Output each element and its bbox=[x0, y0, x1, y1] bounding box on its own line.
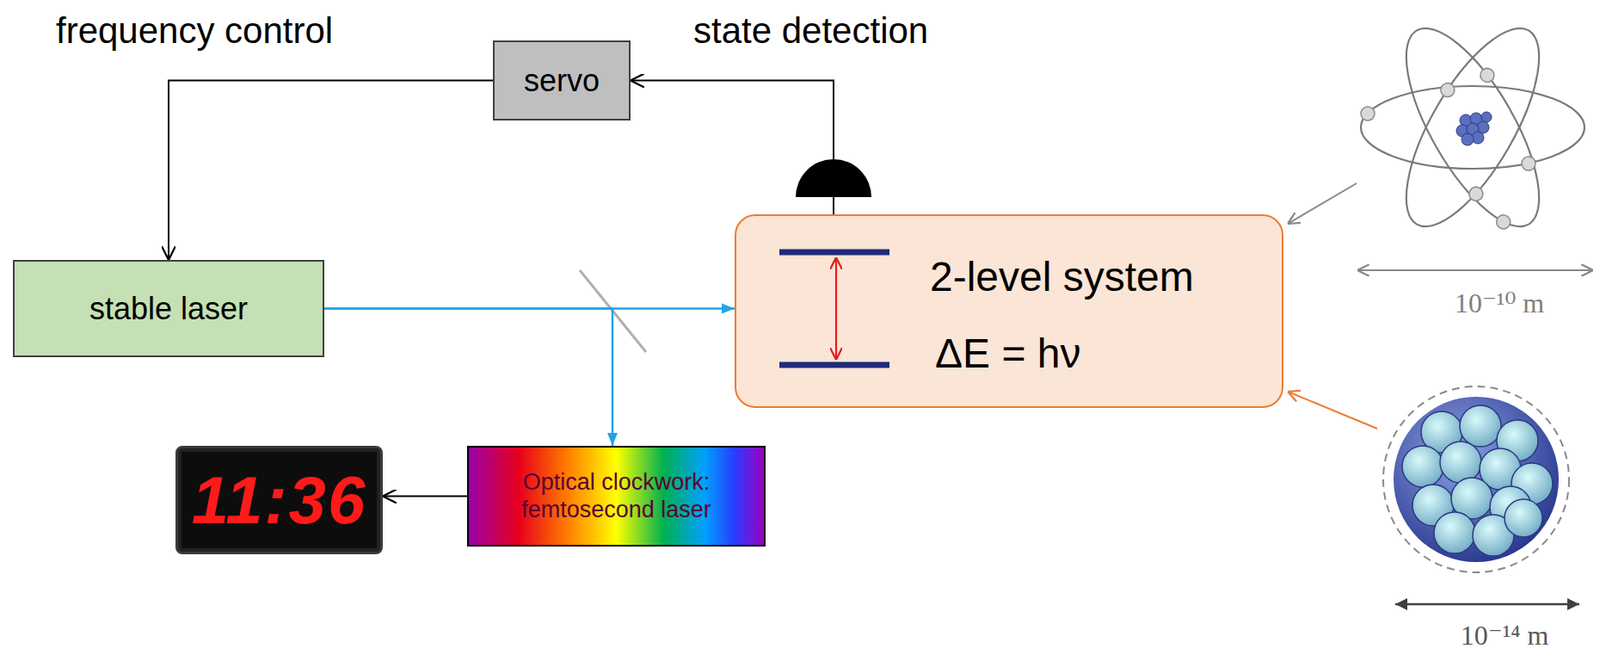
scale-label: 10⁻¹⁰ m bbox=[1454, 287, 1545, 320]
connector bbox=[382, 495, 468, 498]
edge-label: state detection bbox=[693, 10, 929, 52]
node-text: 11:36 bbox=[191, 466, 368, 534]
pointer-arrow bbox=[1287, 183, 1357, 224]
node-text: Optical clockwork: femtosecond laser bbox=[483, 468, 751, 523]
clockwork-box: Optical clockwork: femtosecond laser bbox=[467, 445, 766, 547]
connector bbox=[324, 308, 613, 447]
connector bbox=[168, 80, 493, 261]
clock-display: 11:36 bbox=[175, 445, 383, 554]
node-text: ΔE = hν bbox=[935, 329, 1081, 377]
energy-level bbox=[779, 249, 890, 256]
energy-levels bbox=[736, 215, 900, 410]
transition-arrow bbox=[835, 257, 837, 360]
nucleus-radius bbox=[1383, 386, 1570, 573]
two-level-box: 2-level system ΔE = hν bbox=[734, 214, 1284, 408]
dimension-arrow bbox=[1357, 269, 1594, 271]
edge-label: frequency control bbox=[55, 10, 333, 52]
nucleus-sphere bbox=[1393, 396, 1559, 562]
laser-box: stable laser bbox=[12, 259, 325, 357]
connector bbox=[630, 80, 834, 216]
energy-level bbox=[779, 362, 890, 369]
scale-label: 10⁻¹⁴ m bbox=[1460, 619, 1550, 652]
node-text: servo bbox=[523, 62, 600, 99]
node-text: 2-level system bbox=[929, 252, 1194, 301]
servo-box: servo bbox=[492, 40, 631, 121]
node-text: stable laser bbox=[89, 290, 248, 327]
pointer-arrow bbox=[1287, 391, 1378, 429]
atom-drawing bbox=[1360, 9, 1585, 245]
atom-nucleus bbox=[1456, 111, 1492, 146]
dimension-arrow bbox=[1395, 603, 1580, 606]
nucleons bbox=[1402, 405, 1553, 556]
electrons bbox=[1360, 65, 1564, 231]
